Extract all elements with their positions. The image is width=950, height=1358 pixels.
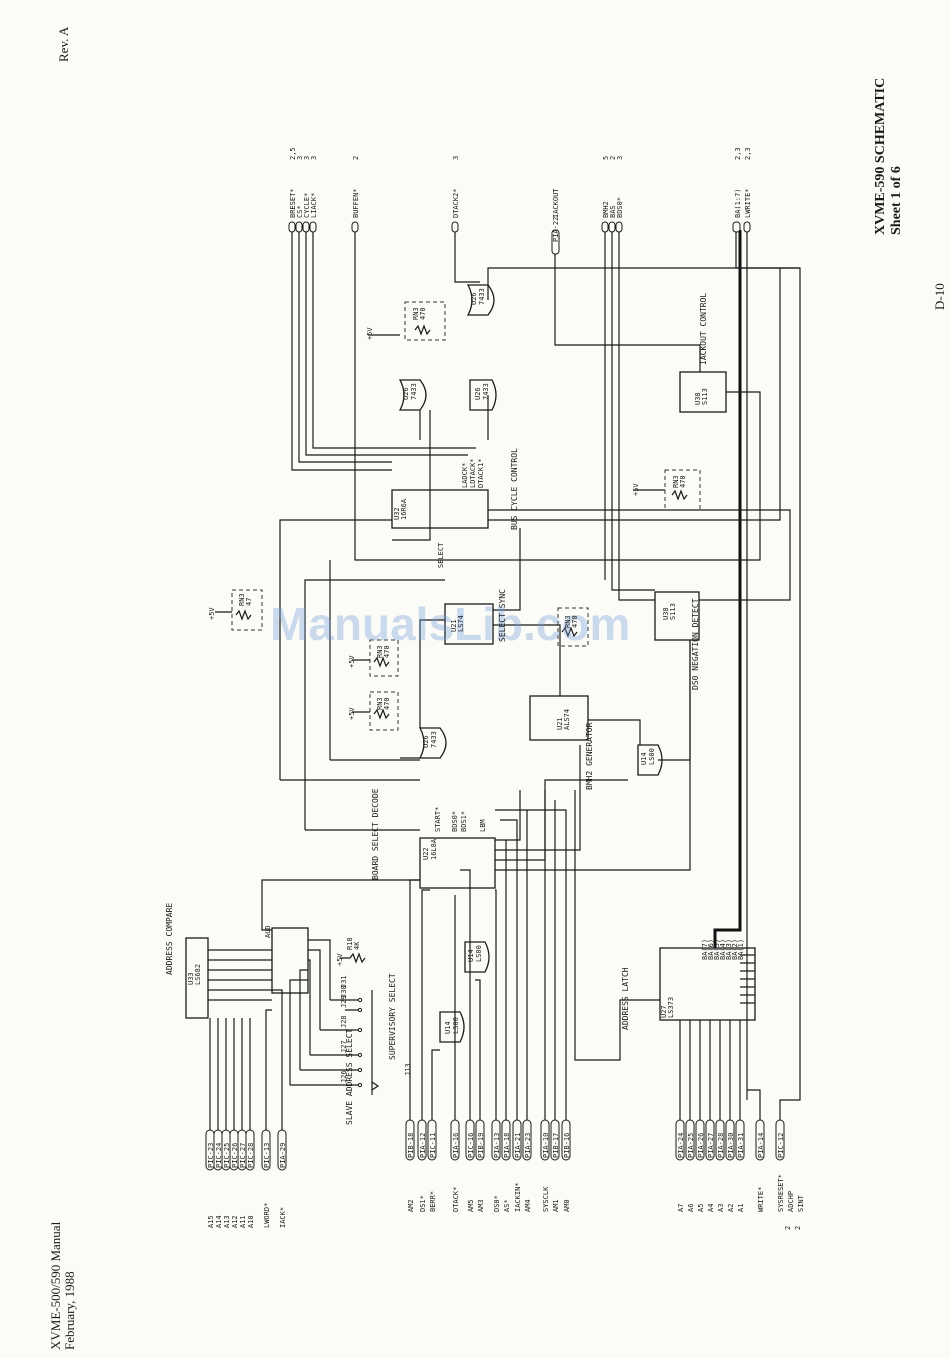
u26-gate-c [466, 284, 495, 316]
u21-bmh2-gen-chip [529, 695, 589, 741]
u14-gate-b [464, 941, 490, 973]
resistor-symbol [561, 626, 578, 638]
output-connectors [288, 221, 751, 255]
resistor-symbol [373, 708, 390, 720]
rn3-box-f [557, 607, 589, 647]
resistor-symbol [373, 656, 390, 668]
u14-gate-a [439, 1011, 465, 1043]
rn3-box-e [369, 691, 399, 731]
u38-ds0-detect-chip [654, 591, 700, 641]
resistor-symbol [235, 609, 252, 621]
rn3-box-b [664, 469, 701, 511]
u21-select-sync-chip [444, 603, 494, 645]
rn3-box-d [369, 639, 399, 677]
u14-gate-c [637, 744, 663, 776]
resistor-symbol [414, 324, 431, 336]
rn3-box-a [404, 301, 446, 341]
u22-board-select-chip [419, 837, 496, 889]
u26-gate-b [469, 379, 497, 411]
u26-gate-a [398, 379, 427, 411]
rn3-box-c [231, 589, 263, 631]
u33-address-compare-chip [185, 937, 209, 1019]
resistor-symbol [349, 952, 366, 964]
u32-bus-cycle-chip [391, 489, 489, 529]
u26-gate-d [418, 727, 447, 759]
u27-address-latch-chip [659, 947, 756, 1021]
u38-iackout-ctrl-chip [679, 371, 727, 413]
resistor-symbol [671, 489, 688, 501]
